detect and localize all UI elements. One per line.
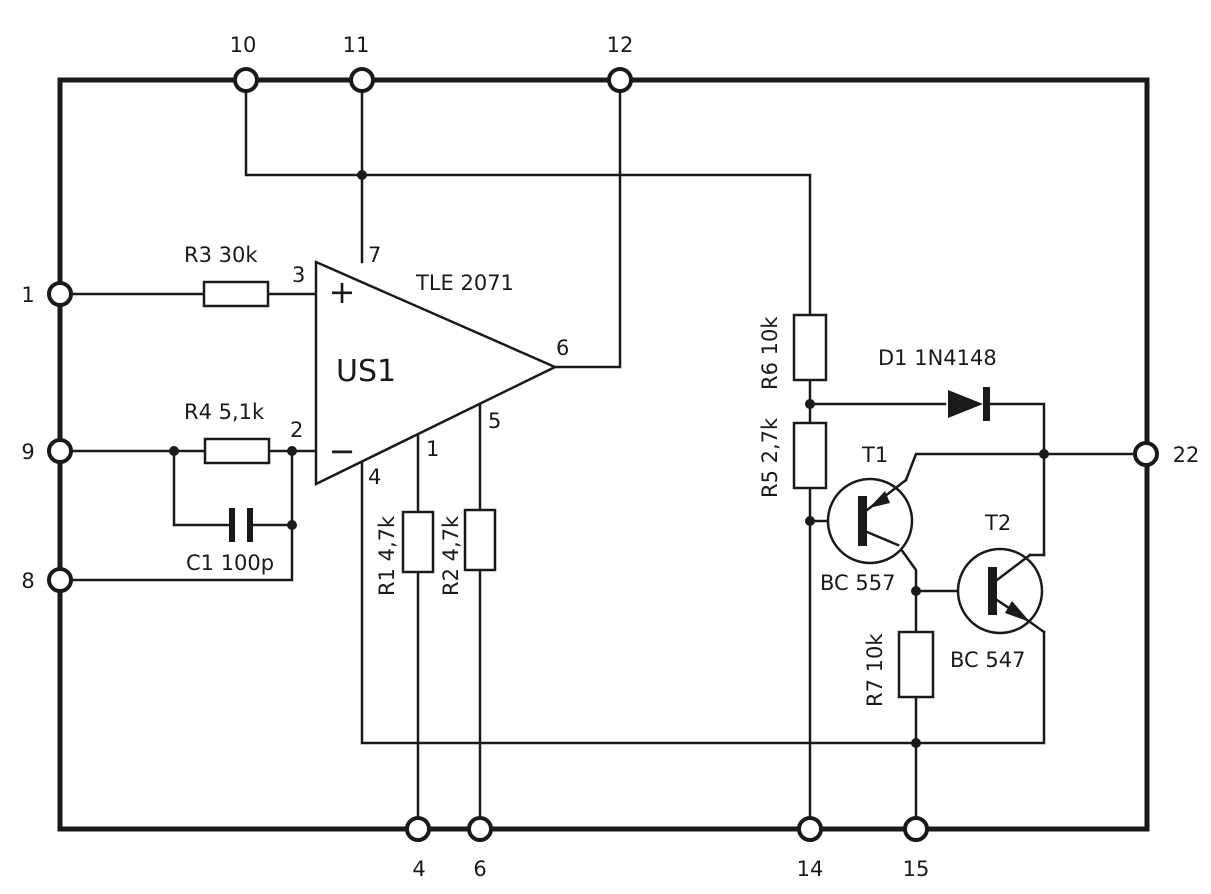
- r5-label: R5 2,7k: [758, 417, 782, 498]
- terminal-11-pin: [349, 67, 375, 93]
- terminal-14-pin: [797, 816, 823, 842]
- terminal-9-pin: [47, 438, 73, 464]
- terminal-6-pin: [467, 816, 493, 842]
- r3-label: R3 30k: [184, 243, 258, 267]
- terminal-1-pin: [47, 281, 73, 307]
- terminal-pins: [47, 67, 1159, 842]
- terminal-15-label: 15: [903, 857, 930, 881]
- resistor-r3: [202, 280, 270, 308]
- junction-dots: [169, 170, 1049, 748]
- opamp-pin-1: 1: [426, 437, 439, 461]
- opamp-pin-5: 5: [488, 409, 501, 433]
- d1-label: D1 1N4148: [878, 346, 997, 370]
- resistor-r4: [203, 437, 271, 465]
- terminal-6-label: 6: [473, 857, 486, 881]
- opamp-pin-6: 6: [556, 336, 569, 360]
- opamp-ref-label: US1: [336, 354, 396, 389]
- terminal-11-label: 11: [343, 33, 370, 57]
- terminal-15-pin: [903, 816, 929, 842]
- terminal-4-label: 4: [412, 857, 425, 881]
- opamp-pin-3: 3: [292, 263, 305, 287]
- resistor-r1: [401, 510, 435, 574]
- diode-d1: [948, 387, 990, 421]
- r2-label: R2 4,7k: [439, 515, 463, 596]
- opamp-pin-7: 7: [368, 243, 381, 267]
- wiring: [58, 78, 1148, 831]
- opamp-pin-2: 2: [290, 418, 303, 442]
- terminal-8-pin: [47, 567, 73, 593]
- terminal-12-pin: [607, 67, 633, 93]
- t1-type-label: BC 557: [820, 571, 895, 595]
- resistor-r6: [792, 313, 828, 382]
- transistor-t2: [956, 547, 1044, 635]
- terminal-14-label: 14: [797, 857, 824, 881]
- t2-type-label: BC 547: [950, 648, 1025, 672]
- resistor-r7: [897, 630, 935, 699]
- transistor-t1: [826, 477, 914, 565]
- r4-label: R4 5,1k: [184, 400, 265, 424]
- terminal-8-label: 8: [21, 569, 34, 593]
- r1-label: R1 4,7k: [375, 515, 399, 596]
- r6-label: R6 10k: [758, 316, 782, 390]
- opamp-part-label: TLE 2071: [415, 271, 514, 295]
- terminal-4-pin: [405, 816, 431, 842]
- terminal-22-label: 22: [1173, 443, 1200, 467]
- t2-ref-label: T2: [984, 511, 1011, 535]
- terminal-1-label: 1: [21, 283, 34, 307]
- terminal-10-label: 10: [230, 33, 257, 57]
- resistor-r2: [463, 508, 497, 572]
- opamp-minus-sign: −: [329, 432, 356, 470]
- resistor-r5: [792, 421, 828, 490]
- c1-label: C1 100p: [186, 551, 274, 575]
- opamp-us1: + − US1 TLE 2071 3 2 7 6 5 1 4: [290, 243, 569, 489]
- capacitor-c1: [229, 508, 253, 542]
- terminal-22-pin: [1133, 441, 1159, 467]
- terminal-10-pin: [233, 67, 259, 93]
- terminal-12-label: 12: [607, 33, 634, 57]
- opamp-plus-sign: +: [329, 273, 356, 311]
- opamp-pin-4: 4: [368, 465, 381, 489]
- r7-label: R7 10k: [863, 633, 887, 707]
- t1-ref-label: T1: [861, 443, 888, 467]
- terminal-9-label: 9: [21, 440, 34, 464]
